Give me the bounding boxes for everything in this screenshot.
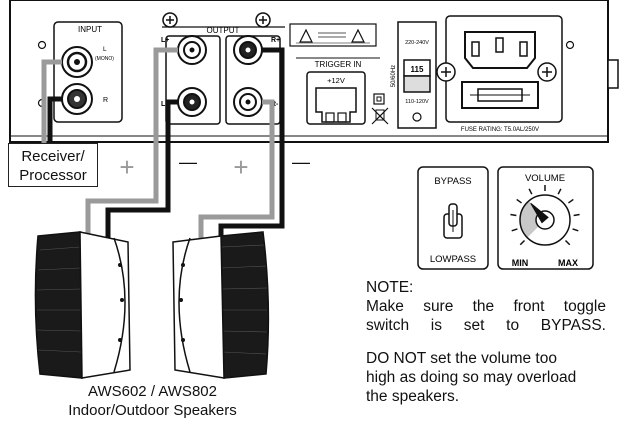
left-minus-mark: — — [179, 152, 197, 172]
volume-tick — [510, 213, 517, 217]
volume-tick — [528, 188, 533, 195]
note-heading: NOTE: — [366, 279, 414, 296]
voltage-selector: 220-240V 115 110-120V 50/60Hz — [391, 21, 437, 129]
output-r-minus-terminal[interactable] — [233, 87, 263, 117]
volume-tick — [511, 228, 518, 232]
speaker-cabinet — [79, 231, 131, 379]
input-l-cable — [41, 59, 62, 143]
input-mono-label: (MONO) — [95, 56, 114, 62]
volume-tick — [568, 198, 574, 204]
note-line-2: switch is set to BYPASS. — [366, 317, 606, 334]
trigger-title: TRIGGER IN — [315, 60, 362, 69]
volume-tick — [564, 239, 571, 246]
left-plus-mark: + — [119, 152, 134, 182]
exclamation-warning-icon — [351, 28, 365, 43]
output-r-plus-terminal[interactable] — [233, 35, 263, 65]
right-speaker — [172, 231, 270, 379]
note-warning-line-3: the speakers. — [366, 388, 460, 405]
trigger-jack[interactable] — [315, 87, 357, 123]
volume-title: VOLUME — [525, 173, 565, 184]
receiver-processor-box: Receiver/ Processor — [8, 143, 98, 187]
fuse-rating-label: FUSE RATING: T5.0AL/250V — [461, 127, 539, 133]
out-l-minus-label: L- — [161, 101, 168, 108]
right-minus-mark: — — [292, 152, 310, 172]
volume-tick — [572, 228, 579, 232]
input-title: INPUT — [78, 25, 102, 34]
double-insulation-icon — [373, 93, 385, 105]
bypass-toggle-switch[interactable] — [443, 203, 463, 239]
iec-socket[interactable] — [464, 31, 536, 69]
volume-tick — [516, 198, 522, 204]
note-warning-line-2: high as doing so may overload — [366, 369, 577, 386]
input-r-label: R — [103, 97, 108, 104]
weee-bin-icon — [371, 107, 389, 125]
output-l-minus-terminal[interactable] — [177, 87, 207, 117]
note-block: NOTE: Make sure the front toggle switch … — [366, 278, 606, 406]
left-speaker-positive-wire — [85, 47, 178, 258]
panel-screw-hole — [37, 40, 47, 50]
voltage-high-label: 220-240V — [405, 40, 429, 46]
input-l-rca-jack[interactable] — [61, 46, 93, 78]
bypass-label: BYPASS — [434, 176, 471, 187]
input-l-label: L — [103, 46, 107, 53]
voltage-low-label: 110-120V — [405, 99, 429, 105]
out-r-plus-label: R+ — [271, 37, 280, 44]
speaker-grille — [220, 231, 270, 379]
output-l-plus-terminal[interactable] — [177, 35, 207, 65]
lowpass-label: LOWPASS — [430, 254, 476, 265]
recommended-volume-range — [520, 200, 545, 238]
power-inlet: FUSE RATING: T5.0AL/250V — [436, 15, 563, 133]
fuse-holder[interactable] — [461, 81, 539, 109]
volume-scale-ticks — [510, 185, 580, 246]
output-title: OUTPUT — [207, 26, 240, 35]
left-speaker — [34, 231, 131, 379]
speakers-type: Indoor/Outdoor Speakers — [68, 402, 237, 419]
speaker-bracket — [113, 237, 126, 373]
trigger-voltage-label: +12V — [327, 76, 345, 85]
input-r-cable — [47, 96, 62, 143]
speaker-cabinet — [172, 235, 225, 379]
volume-tick — [519, 239, 526, 246]
lightning-warning-icon — [299, 28, 313, 43]
note-warning-line-1: DO NOT set the volume too — [366, 350, 557, 367]
volume-tick — [573, 213, 580, 217]
note-line-1: Make sure the front toggle — [366, 298, 606, 315]
input-r-rca-jack[interactable] — [61, 83, 93, 115]
right-speaker-positive-wire — [198, 99, 275, 258]
volume-max-label: MAX — [558, 258, 578, 268]
volume-knob[interactable] — [530, 202, 555, 230]
speaker-grille — [34, 231, 83, 379]
panel-screw-hole — [565, 40, 575, 50]
volume-tick — [557, 188, 562, 195]
bypass-switch-panel: BYPASS LOWPASS — [417, 166, 489, 270]
voltage-value: 115 — [411, 65, 424, 74]
trigger-in-section: TRIGGER IN +12V — [296, 57, 389, 125]
output-section: OUTPUT L+ L- R+ R- — [161, 12, 285, 125]
frequency-label: 50/60Hz — [391, 65, 397, 87]
speakers-model: AWS602 / AWS802 — [88, 383, 217, 400]
ground-post — [607, 59, 619, 89]
volume-knob-body — [519, 194, 571, 246]
volume-panel: VOLUME MIN MAX — [497, 166, 594, 270]
speakers-caption: AWS602 / AWS802 Indoor/Outdoor Speakers — [40, 382, 265, 420]
receiver-label-line1: Receiver/ — [21, 148, 85, 165]
warning-label — [289, 23, 377, 47]
volume-min-label: MIN — [512, 258, 529, 268]
speaker-bracket — [178, 237, 191, 373]
out-r-minus-label: R- — [271, 101, 279, 108]
out-l-plus-label: L+ — [161, 37, 169, 44]
receiver-label-line2: Processor — [19, 167, 87, 184]
left-speaker-negative-wire — [105, 99, 178, 258]
right-plus-mark: + — [233, 152, 248, 182]
